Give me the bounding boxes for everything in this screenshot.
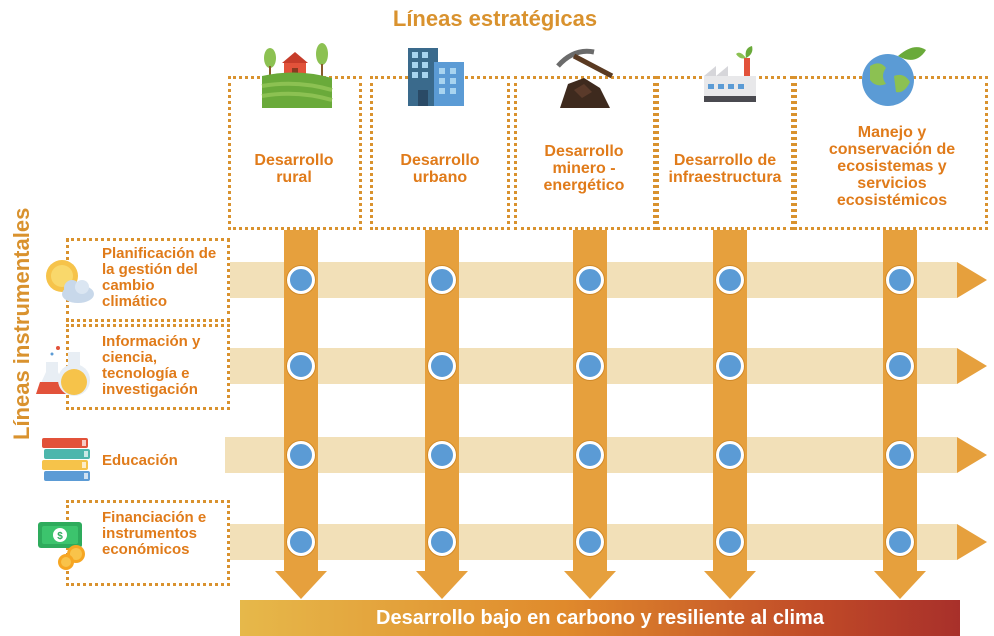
pickaxe-icon [556, 48, 614, 108]
column-arrow-head-5 [874, 571, 926, 599]
strategic-line-label-5: Manejo y conservación de ecosistemas y s… [828, 124, 956, 209]
strategic-lines-title: Líneas estratégicas [392, 6, 598, 31]
column-arrow-head-1 [275, 571, 327, 599]
instrumental-lines-title: Líneas instrumentales [9, 207, 34, 440]
node-r1-c1 [287, 266, 315, 294]
instrumental-line-label-2: Información y ciencia, tecnología e inve… [102, 333, 201, 398]
svg-text:$: $ [57, 531, 63, 542]
row-arrow-head-3 [957, 437, 987, 473]
node-r2-c2 [428, 352, 456, 380]
instrumental-line-label-1: Planificación de la gestión del cambio c… [102, 245, 217, 310]
node-r2-c1 [287, 352, 315, 380]
strategic-line-label-2: Desarrollo urbano [400, 152, 480, 186]
node-r4-c4 [716, 528, 744, 556]
sun-cloud-icon [46, 260, 94, 303]
strategic-line-label-4: Desarrollo de infraestructura [668, 152, 782, 186]
column-arrow-head-4 [704, 571, 756, 599]
node-r3-c1 [287, 441, 315, 469]
node-r1-c3 [576, 266, 604, 294]
node-r4-c2 [428, 528, 456, 556]
node-r2-c3 [576, 352, 604, 380]
node-r4-c1 [287, 528, 315, 556]
node-r3-c5 [886, 441, 914, 469]
city-building-icon [408, 48, 464, 106]
outcome-banner: Desarrollo bajo en carbono y resiliente … [240, 600, 960, 636]
lab-flask-icon [36, 346, 90, 396]
money-coins-icon: $ [38, 522, 85, 570]
instrumental-line-label-3: Educación [102, 452, 178, 469]
farm-icon [261, 43, 333, 108]
books-icon [42, 438, 90, 481]
node-r3-c3 [576, 441, 604, 469]
strategic-line-label-3: Desarrollo minero - energético [543, 143, 625, 194]
row-arrow-head-1 [957, 262, 987, 298]
column-arrow-head-3 [564, 571, 616, 599]
node-r2-c4 [716, 352, 744, 380]
instrumental-line-label-4: Financiación e instrumentos económicos [102, 509, 207, 558]
node-r1-c5 [886, 266, 914, 294]
node-r1-c2 [428, 266, 456, 294]
strategic-line-label-1: Desarrollo rural [254, 152, 334, 186]
node-r4-c5 [886, 528, 914, 556]
node-r4-c3 [576, 528, 604, 556]
row-arrow-head-2 [957, 348, 987, 384]
node-r3-c2 [428, 441, 456, 469]
earth-leaf-icon [862, 47, 926, 106]
node-r2-c5 [886, 352, 914, 380]
factory-icon [704, 46, 756, 102]
column-arrow-head-2 [416, 571, 468, 599]
instrumental-line-box-2 [66, 324, 230, 410]
row-arrow-head-4 [957, 524, 987, 560]
node-r1-c4 [716, 266, 744, 294]
node-r3-c4 [716, 441, 744, 469]
instrumental-line-box-1 [66, 238, 230, 322]
